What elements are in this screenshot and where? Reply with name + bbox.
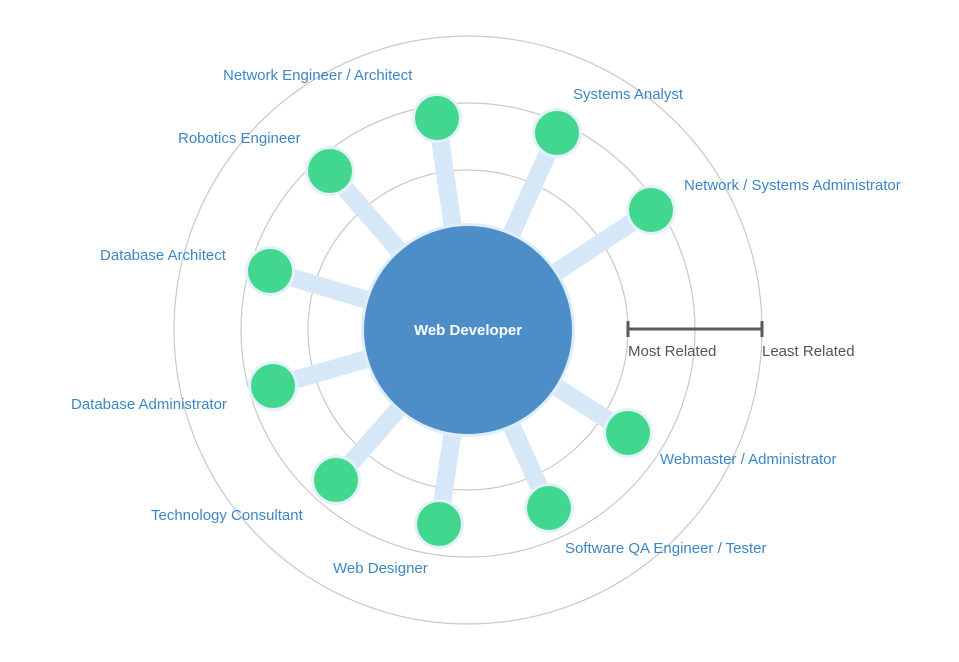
node-technology-consultant[interactable] [311,455,361,505]
node-database-architect[interactable] [245,246,295,296]
career-labels: Network Engineer / Architect Systems Ana… [71,67,901,577]
center-circle-fill [364,226,572,434]
node-dot [251,364,295,408]
node-network-systems-admin[interactable] [626,185,676,235]
label-robotics-engineer[interactable]: Robotics Engineer [178,130,301,147]
node-dot [527,486,571,530]
node-systems-analyst[interactable] [532,108,582,158]
label-technology-consultant[interactable]: Technology Consultant [151,507,304,524]
relatedness-legend: Most Related Least Related [626,321,855,360]
node-database-administrator[interactable] [248,361,298,411]
node-network-engineer[interactable] [412,93,462,143]
node-dot [535,111,579,155]
node-dot [606,411,650,455]
legend-most-related: Most Related [628,343,716,360]
label-database-architect[interactable]: Database Architect [100,247,227,264]
center-node[interactable]: Web Developer [361,223,575,437]
node-software-qa[interactable] [524,483,574,533]
node-dot [308,149,352,193]
node-dot [415,96,459,140]
legend-least-related: Least Related [762,343,855,360]
label-software-qa[interactable]: Software QA Engineer / Tester [565,540,767,557]
label-systems-analyst[interactable]: Systems Analyst [573,86,684,103]
label-web-designer[interactable]: Web Designer [333,560,428,577]
node-dot [314,458,358,502]
node-dot [248,249,292,293]
label-network-engineer[interactable]: Network Engineer / Architect [223,67,413,84]
career-nodes [245,93,676,549]
node-web-designer[interactable] [414,499,464,549]
node-webmaster[interactable] [603,408,653,458]
label-database-administrator[interactable]: Database Administrator [71,396,227,413]
node-dot [629,188,673,232]
label-webmaster[interactable]: Webmaster / Administrator [660,451,836,468]
node-robotics-engineer[interactable] [305,146,355,196]
node-dot [417,502,461,546]
label-network-systems-admin[interactable]: Network / Systems Administrator [684,177,901,194]
center-title: Web Developer [414,322,522,339]
